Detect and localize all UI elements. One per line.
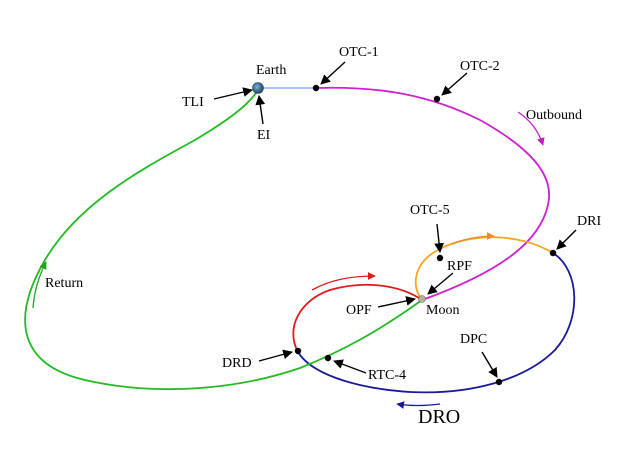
- otc2-callout-arrow: [441, 72, 468, 96]
- dpc-marker: [495, 378, 503, 386]
- otc1-label: OTC-1: [339, 45, 379, 60]
- otc5-label: OTC-5: [410, 203, 450, 218]
- dro-direction-arrow: [396, 401, 441, 409]
- arrival-direction-arrow: [311, 272, 376, 291]
- return-trajectory: [24, 87, 423, 391]
- return-label: Return: [45, 276, 83, 291]
- dro-orbit: [297, 252, 576, 394]
- otc2-marker: [433, 95, 441, 103]
- rtc4-marker: [324, 354, 332, 362]
- drd-marker: [294, 347, 302, 355]
- opf-callout-arrow: [377, 296, 416, 308]
- dro-insertion-arc: [414, 236, 554, 301]
- ei-label: EI: [257, 128, 271, 143]
- drd-label: DRD: [222, 356, 252, 371]
- opf-label: OPF: [346, 303, 372, 318]
- otc5-callout-arrow: [434, 223, 444, 253]
- rtc4-callout-arrow: [333, 359, 367, 374]
- rpf-callout-arrow: [427, 272, 454, 295]
- otc5-marker: [436, 254, 444, 262]
- dpc-callout-arrow: [481, 351, 498, 378]
- tli-callout-arrow: [213, 87, 253, 100]
- dri-marker: [549, 249, 557, 257]
- otc2-label: OTC-2: [460, 59, 500, 74]
- tli-label: TLI: [182, 95, 204, 110]
- otc1-callout-arrow: [320, 61, 346, 85]
- dri-label: DRI: [577, 214, 601, 229]
- dri-callout-arrow: [556, 229, 577, 250]
- dpc-label: DPC: [460, 332, 487, 347]
- return-direction-arrow: [32, 261, 47, 309]
- dro-departure-arc: [292, 283, 423, 353]
- moon-label: Moon: [426, 303, 459, 318]
- dro-label: DRO: [418, 406, 460, 428]
- drd-callout-arrow: [258, 349, 293, 362]
- outbound-label: Outbound: [526, 108, 582, 123]
- rpf-label: RPF: [447, 259, 472, 274]
- otc1-marker: [312, 84, 320, 92]
- departure-direction-arrow: [451, 232, 495, 245]
- moon-icon: [418, 295, 426, 303]
- earth-icon: [252, 82, 264, 94]
- ei-callout-arrow: [255, 95, 266, 125]
- earth-label: Earth: [256, 63, 286, 78]
- outbound-trajectory: [315, 86, 550, 301]
- outbound-direction-arrow: [517, 111, 545, 146]
- rtc4-label: RTC-4: [368, 368, 406, 383]
